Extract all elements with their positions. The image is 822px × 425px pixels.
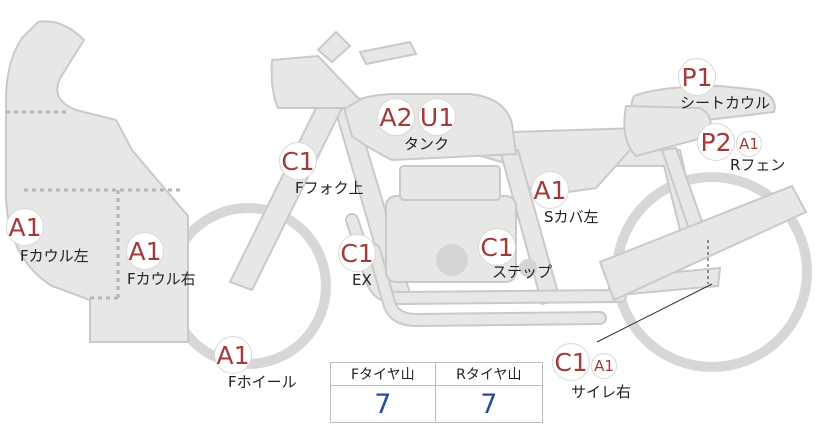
grade-badge-f-fork-upper: C1 (279, 142, 317, 180)
grade-badge-f-cowl-right: A1 (126, 232, 164, 270)
grade-badge-tank-2: U1 (418, 98, 456, 136)
grade-badge-f-cowl-left: A1 (6, 208, 44, 246)
grade-badge-exhaust: C1 (338, 234, 376, 272)
engine-cover-shape (436, 244, 468, 276)
tire-tread-table: Fタイヤ山 Rタイヤ山 7 7 (330, 362, 544, 423)
label-tank: タンク (404, 135, 450, 153)
grade-badge-tank-1: A2 (377, 98, 415, 136)
label-s-cover-left: Sカバ左 (544, 208, 599, 226)
grade-badge-f-wheel: A1 (214, 336, 252, 374)
front-tire-tread-header: Fタイヤ山 (330, 362, 436, 386)
front-tire-tread-value: 7 (330, 385, 436, 423)
grade-badge-seat-cowl: P1 (678, 58, 716, 96)
label-f-cowl-right: Fカウル右 (127, 270, 196, 288)
label-f-cowl-left: Fカウル左 (20, 247, 89, 265)
step-peg-shape (519, 259, 537, 277)
handlebar-shape (316, 30, 352, 64)
label-seat-cowl: シートカウル (680, 94, 771, 112)
grade-badge-muffler-right-2: A1 (591, 353, 617, 379)
handle-grip-shape (358, 40, 418, 66)
grade-badge-s-cover-left: A1 (531, 171, 569, 209)
label-r-fender: Rフェン (730, 156, 786, 174)
rear-tire-tread-value: 7 (434, 385, 544, 423)
headlight-shape (270, 54, 362, 109)
label-muffler-right: サイレ右 (571, 383, 632, 401)
engine-cylinder-shape (399, 165, 501, 201)
grade-badge-r-fender-2: A1 (736, 131, 762, 157)
label-exhaust: EX (352, 271, 372, 289)
front-fairing-shape (5, 20, 189, 343)
label-f-wheel: Fホイール (228, 373, 297, 391)
muffler-shape (598, 184, 808, 302)
grade-badge-r-fender-1: P2 (697, 123, 735, 161)
label-f-fork-upper: Fフォク上 (295, 179, 364, 197)
rear-tire-tread-header: Rタイヤ山 (434, 362, 544, 386)
grade-badge-step: C1 (478, 228, 516, 266)
grade-badge-muffler-right-1: C1 (552, 343, 590, 381)
label-step: ステップ (492, 263, 553, 281)
